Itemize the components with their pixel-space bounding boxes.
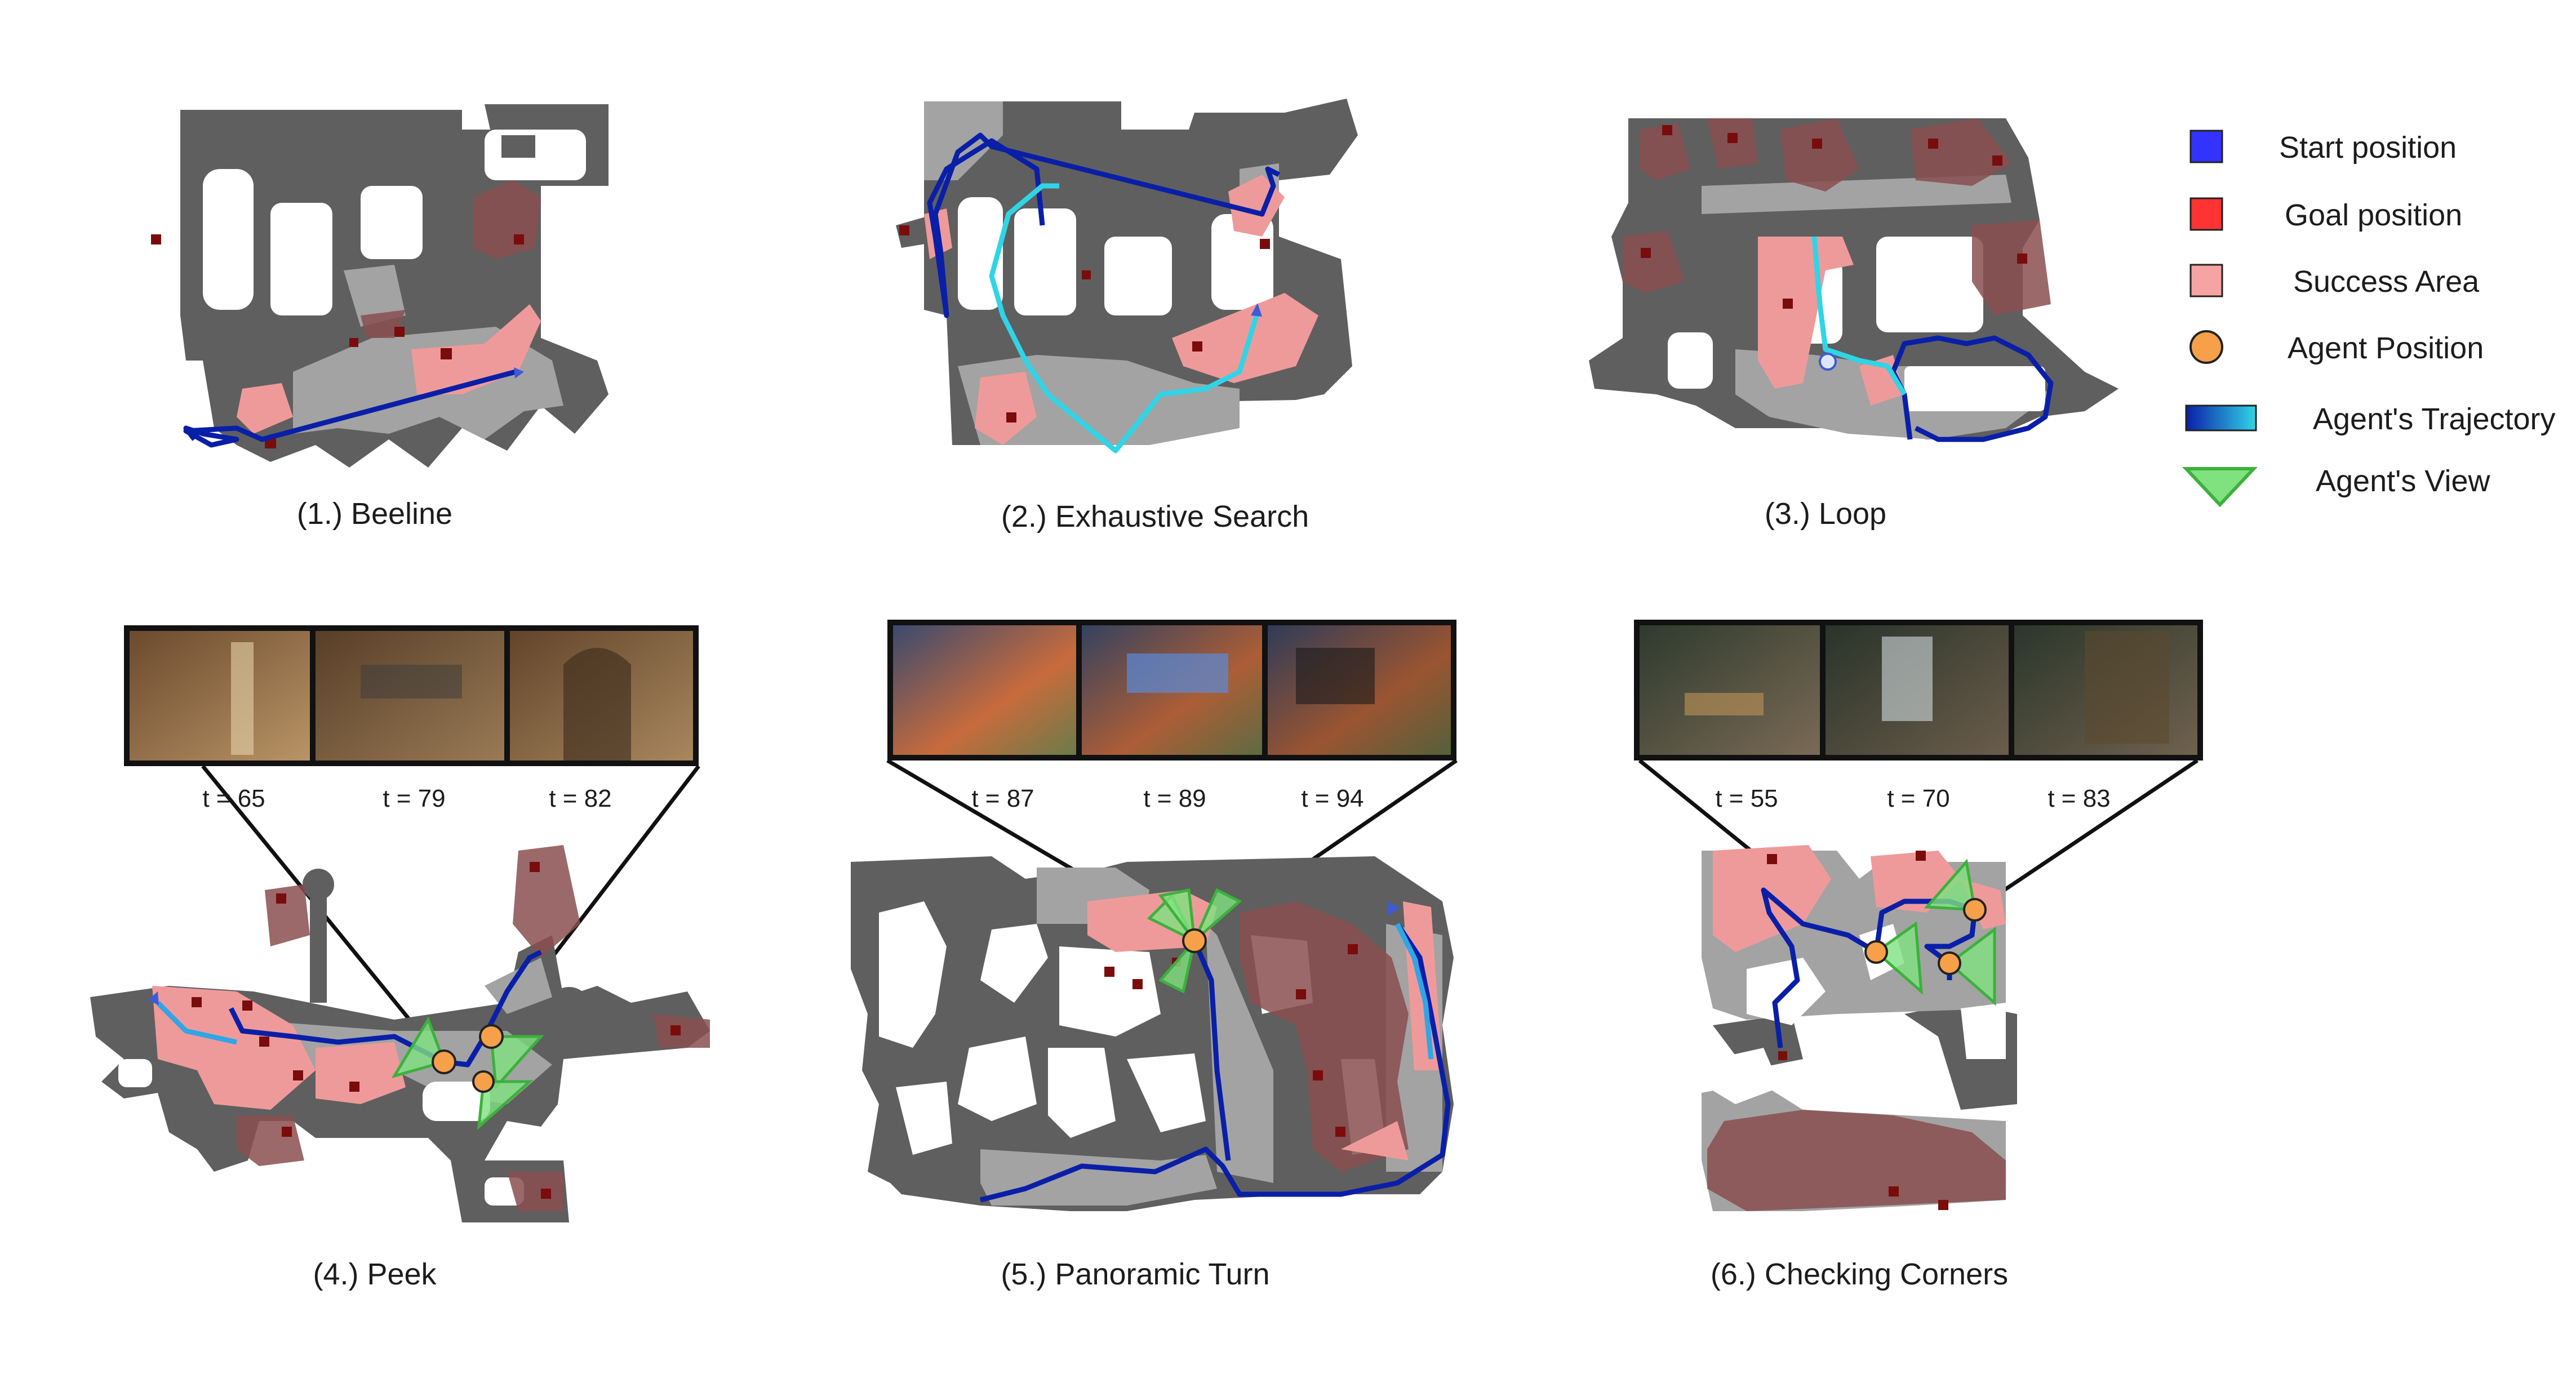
success-areas — [1707, 845, 2006, 1211]
view-image-strip — [887, 620, 1456, 761]
start-marker-icon — [1251, 303, 1262, 317]
view-image-1 — [893, 625, 1076, 755]
agent-trajectory-light — [1394, 922, 1434, 1060]
legend-label-agent: Agent Position — [2288, 331, 2484, 365]
legend-swatch-view — [2182, 467, 2258, 508]
view-image-strip — [124, 625, 699, 766]
success-areas — [924, 175, 1318, 445]
legend-label-view: Agent's View — [2316, 464, 2491, 498]
view-image-1 — [130, 631, 310, 761]
start-marker-icon — [1387, 901, 1400, 916]
success-areas — [1623, 118, 2051, 406]
agent-trajectory — [1890, 335, 2054, 442]
panel-loop — [1589, 118, 2118, 442]
timestep-label: t = 65 — [202, 785, 265, 812]
agent-trajectory — [979, 922, 1451, 1203]
timestep-label: t = 79 — [383, 785, 445, 812]
caption-loop: (3.) Loop — [1765, 497, 1886, 531]
agent-views — [1873, 859, 1996, 1006]
caption-beeline: (1.) Beeline — [297, 497, 452, 531]
agent-trajectory — [927, 132, 1281, 318]
start-marker-icon — [148, 991, 159, 1005]
agent-position — [1182, 928, 1207, 953]
goal-markers — [899, 225, 1270, 423]
agent-views — [1147, 888, 1242, 994]
timestep-label: t = 55 — [1715, 785, 1778, 812]
agent-trajectory — [183, 369, 517, 448]
legend-swatch-trajectory — [2185, 404, 2257, 432]
panel-peek — [90, 625, 710, 1222]
agent-views — [391, 1016, 544, 1131]
timestep-label: t = 82 — [549, 785, 611, 812]
timestep-label: t = 87 — [971, 785, 1034, 812]
start-marker-icon — [514, 367, 524, 379]
map-free-space — [958, 197, 1273, 315]
agent-trajectory-late — [989, 183, 1259, 453]
legend-swatch-goal — [2189, 197, 2223, 231]
map-free-space — [203, 130, 586, 315]
timestep-label: t = 83 — [2048, 785, 2110, 812]
legend-swatch-agent — [2189, 330, 2223, 364]
caption-panoramic-turn: (5.) Panoramic Turn — [1001, 1257, 1269, 1291]
agent-trajectory — [1761, 887, 1978, 1048]
agent-trajectory-late — [156, 1000, 237, 1045]
legend — [2182, 130, 2258, 508]
legend-label-goal: Goal position — [2285, 198, 2462, 232]
view-image-strip — [1634, 620, 2203, 761]
legend-label-start: Start position — [2279, 131, 2457, 164]
goal-markers — [1767, 851, 1948, 1210]
timestep-label: t = 94 — [1301, 785, 1363, 812]
agent-trajectory-late — [1811, 236, 1907, 396]
caption-exhaustive-search: (2.) Exhaustive Search — [1001, 500, 1309, 533]
panel-exhaustive-search — [896, 99, 1358, 453]
legend-label-success: Success Area — [2293, 265, 2480, 299]
agent-positions — [432, 1024, 504, 1093]
panel-beeline — [151, 104, 609, 468]
agent-trajectory-late — [1192, 940, 1231, 1161]
panel-panoramic-turn — [851, 620, 1458, 1211]
goal-markers — [151, 234, 524, 448]
legend-swatch-success — [2189, 264, 2223, 297]
panel-checking-corners — [1634, 620, 2203, 1211]
legend-swatch-start — [2189, 130, 2223, 163]
caption-peek: (4.) Peek — [313, 1257, 437, 1291]
timestep-label: t = 89 — [1143, 785, 1206, 812]
legend-label-trajectory: Agent's Trajectory — [2313, 402, 2556, 436]
agent-positions — [1864, 898, 1987, 975]
caption-checking-corners: (6.) Checking Corners — [1711, 1257, 2008, 1291]
timestep-label: t = 70 — [1887, 785, 1949, 812]
goal-markers — [192, 862, 681, 1199]
start-marker-icon — [1819, 353, 1837, 371]
goal-markers — [1641, 125, 2027, 309]
view-image-1 — [1640, 625, 1820, 755]
